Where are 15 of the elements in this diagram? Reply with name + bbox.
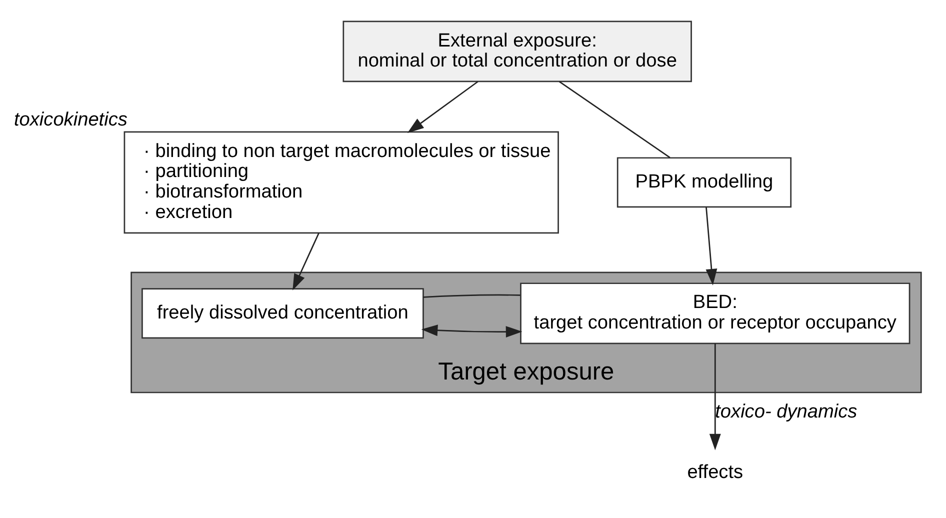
arrow: [292, 232, 320, 290]
connector: [558, 80, 670, 158]
arrow: [407, 80, 478, 132]
node-box: freely dissolved concentration: [142, 288, 424, 338]
node-box: · binding to non target macromolecules or tissue · partitioning · biotransformation · excretion: [124, 130, 559, 234]
arrow: [706, 206, 718, 285]
edge-label: toxico- dynamics: [715, 400, 858, 422]
arrow: [709, 343, 721, 450]
node-box: External exposure: nominal or total concentration or dose: [342, 20, 692, 82]
node-box: PBPK modelling: [616, 156, 792, 208]
connector: [423, 294, 520, 298]
node-label: toxicokinetics: [14, 108, 128, 130]
arrow: [421, 324, 522, 338]
node-text: effects: [687, 462, 744, 483]
node-box: BED: target concentration or receptor occupancy: [520, 282, 910, 344]
